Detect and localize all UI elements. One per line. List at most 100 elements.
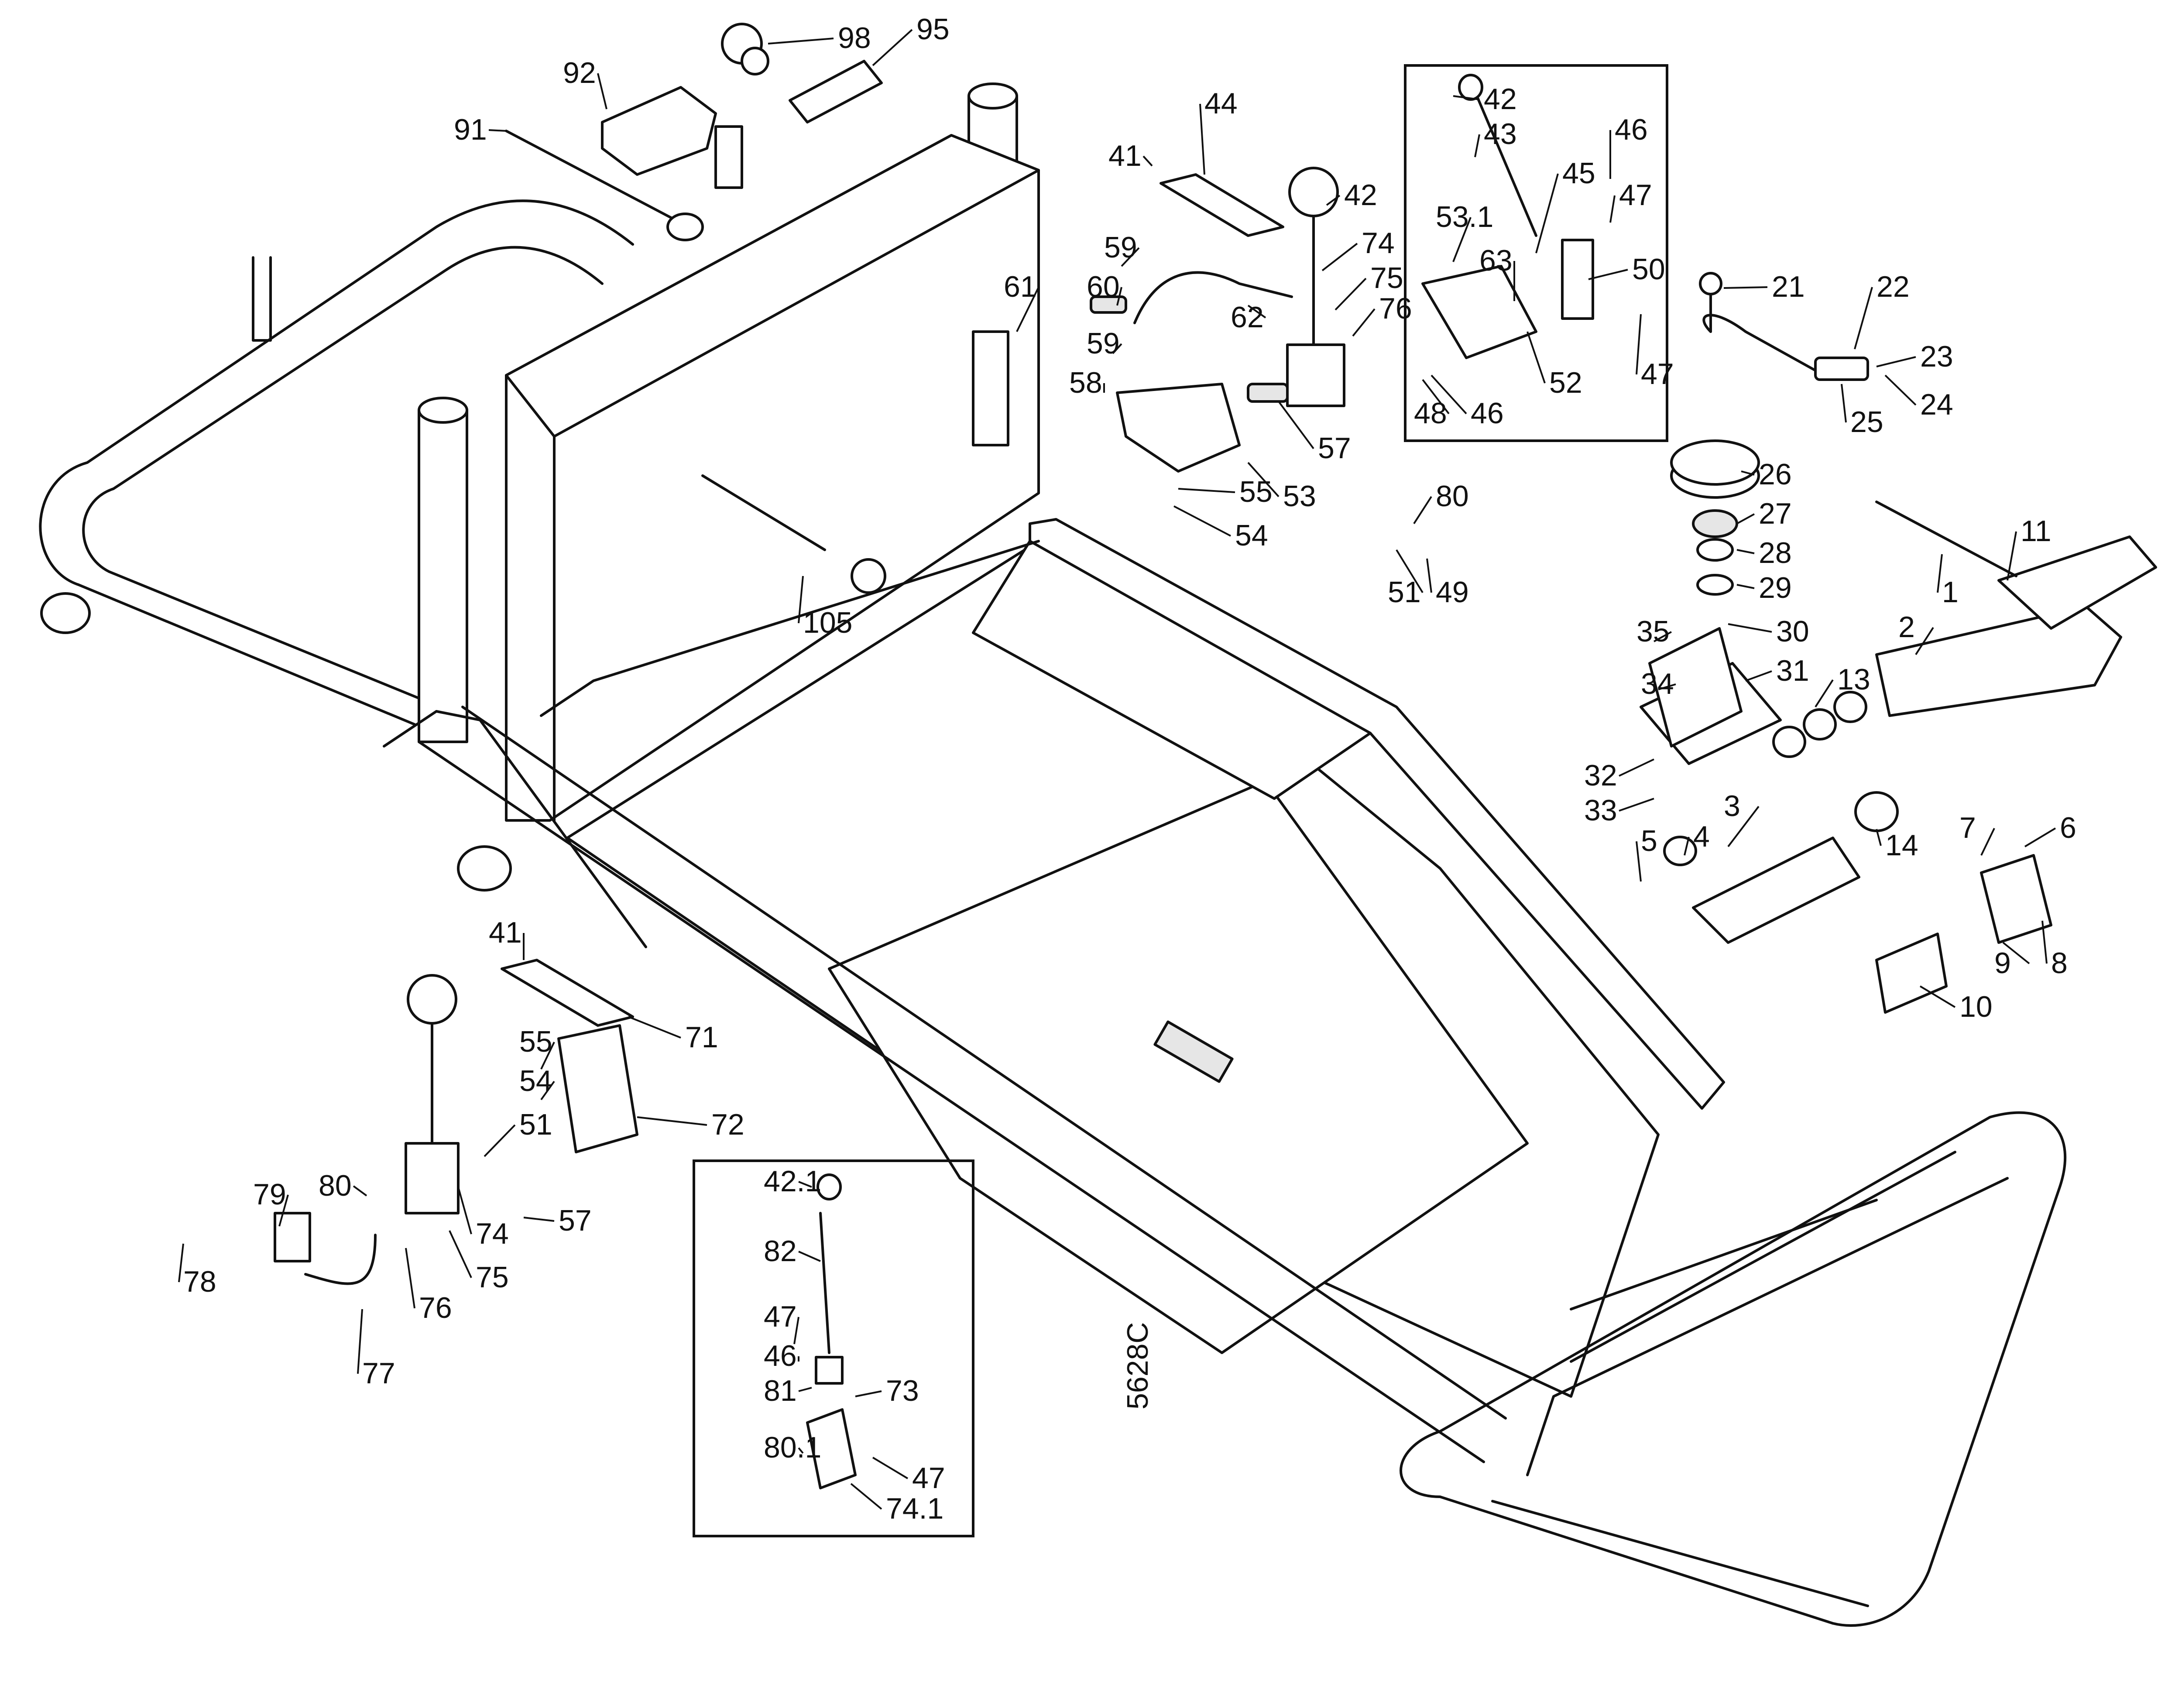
callout-leader (1396, 549, 1424, 593)
callout-label: 48 (1414, 397, 1447, 430)
callout-label: 25 (1850, 405, 1883, 439)
callout-label: 58 (1069, 366, 1102, 399)
callout-leader (1426, 558, 1432, 593)
callout-label: 47 (1619, 178, 1652, 212)
callout-label: 4 (1693, 820, 1710, 853)
callout-leader (1609, 195, 1616, 223)
callout-label: 3 (1724, 789, 1740, 823)
drawing-id-label: 5628C (1121, 1322, 1154, 1410)
callout-label: 76 (1379, 292, 1412, 325)
callout-leader (1636, 841, 1642, 882)
callout-label: 74 (476, 1217, 509, 1250)
part-washer-29 (1696, 574, 1734, 596)
callout-label: 73 (886, 1374, 919, 1407)
part-slotted-plate-71 (501, 959, 634, 1027)
callout-label: 52 (1549, 366, 1582, 399)
callout-label: 9 (1994, 947, 2011, 980)
callout-label: 98 (838, 21, 871, 55)
part-spring-57 (1247, 383, 1289, 403)
callout-leader (768, 38, 834, 45)
part-bracket-53 (1116, 383, 1241, 473)
callout-label: 22 (1877, 270, 1910, 303)
callout-leader (1745, 670, 1772, 682)
frame-lower-long-tubes (383, 540, 1507, 1463)
callout-leader (1422, 379, 1450, 415)
callout-leader (1919, 985, 1956, 1008)
callout-leader (1736, 549, 1755, 554)
callout-leader (457, 1187, 472, 1235)
callout-leader (637, 1116, 707, 1126)
callout-label: 60 (1087, 270, 1120, 303)
inset-lever-detail-box (1404, 64, 1668, 442)
callout-leader (855, 1390, 882, 1397)
callout-leader (1854, 287, 1873, 350)
part-pedal-3 (1692, 837, 1860, 944)
callout-label: 55 (1239, 475, 1273, 508)
callout-label: 35 (1636, 615, 1670, 648)
callout-leader (1937, 554, 1943, 593)
callout-label: 45 (1562, 157, 1595, 190)
part-ring-28 (1696, 538, 1734, 562)
inset-knob-detail-parts (806, 1173, 857, 1489)
callout-leader (798, 1387, 812, 1392)
callout-label: 92 (563, 56, 596, 89)
callout-leader (1278, 401, 1314, 449)
part-spring-60 (1090, 295, 1127, 314)
callout-leader (1723, 286, 1768, 289)
callout-leader (1142, 155, 1153, 167)
callout-leader (484, 1124, 516, 1157)
callout-label: 32 (1584, 759, 1617, 792)
part-latch-98 (721, 23, 769, 75)
callout-label: 21 (1772, 270, 1805, 303)
callout-label: 53 (1283, 480, 1316, 513)
callout-label: 76 (419, 1291, 452, 1324)
callout-leader (1619, 758, 1654, 777)
callout-leader (1728, 623, 1772, 633)
callout-leader (2002, 942, 2030, 964)
callout-leader (1199, 103, 1205, 175)
callout-leader (798, 1447, 804, 1454)
callout-label: 47 (1641, 357, 1674, 391)
callout-leader (1326, 195, 1341, 206)
callout-label: 57 (1318, 432, 1351, 465)
callout-leader (798, 576, 804, 624)
callout-leader (1876, 829, 1882, 846)
frame-vertical-posts (418, 82, 1018, 743)
callout-label: 44 (1204, 87, 1238, 120)
callout-label: 78 (183, 1265, 216, 1298)
part-pedal-11 (1997, 535, 2157, 630)
callout-leader (357, 1309, 363, 1374)
callout-leader (1736, 513, 1755, 525)
callout-leader (1619, 798, 1654, 812)
callout-label: 49 (1436, 576, 1469, 609)
callout-label: 41 (489, 916, 522, 949)
callout-leader (1335, 278, 1367, 311)
callout-label: 33 (1584, 794, 1617, 827)
callout-leader (1841, 384, 1847, 423)
callout-label: 47 (764, 1300, 797, 1333)
part-cable-62 (1133, 271, 1293, 324)
part-bracket-10 (1875, 933, 1948, 1014)
callout-leader (1654, 631, 1672, 642)
callout-label: 55 (519, 1025, 552, 1058)
callout-label: 13 (1837, 663, 1870, 696)
callout-label: 46 (1615, 113, 1648, 146)
part-bracket-72 (557, 1024, 638, 1153)
callout-label: 74 (1362, 226, 1395, 260)
callout-label: 51 (519, 1108, 552, 1141)
callout-leader (2007, 531, 2017, 581)
part-cable-22 (1702, 314, 1869, 381)
callout-leader (1588, 269, 1628, 280)
callout-label: 75 (1370, 261, 1403, 295)
callout-label: 42 (1344, 178, 1377, 212)
callout-label: 41 (1108, 139, 1142, 172)
callout-label: 82 (764, 1235, 797, 1268)
part-pulley-26 (1670, 439, 1760, 499)
callout-label: 23 (1920, 340, 1953, 373)
callout-leader (1884, 374, 1917, 406)
callout-leader (278, 1194, 289, 1227)
callout-leader (488, 129, 507, 132)
callout-label: 42 (1484, 82, 1517, 116)
callout-leader (1876, 356, 1916, 367)
